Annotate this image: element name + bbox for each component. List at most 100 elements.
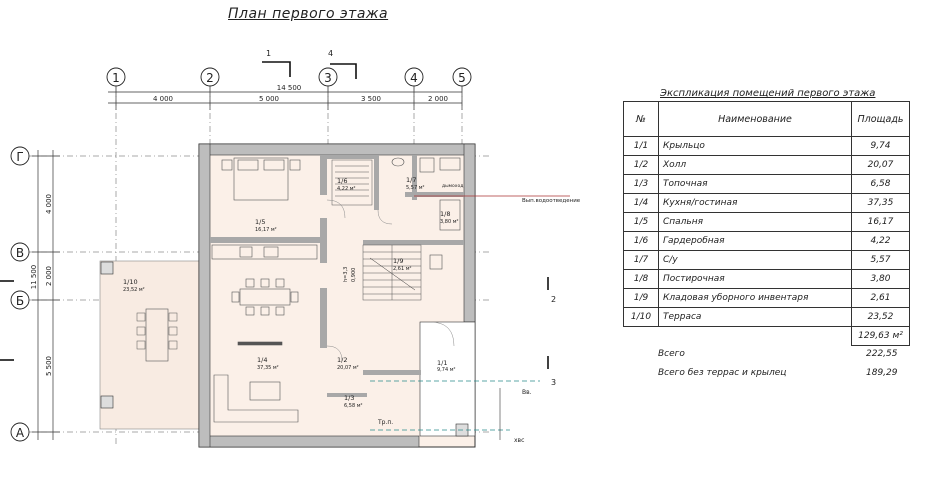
dim-total-left: 11 500 <box>30 265 38 290</box>
room-area-1-4: 37,35 м² <box>257 365 279 371</box>
header-area: Площадь <box>851 101 910 137</box>
axis-B: Б <box>16 294 24 308</box>
room-area-1-3: 6,58 м² <box>344 403 363 409</box>
axis-A: А <box>16 426 25 440</box>
section-mark-2: 2 <box>551 295 556 304</box>
dim-top-2: 5 000 <box>259 95 279 103</box>
staircase <box>362 244 422 301</box>
row-area: 6,58 <box>851 174 910 194</box>
row-area: 5,57 <box>851 250 910 270</box>
room-area-1-1: 9,74 м² <box>437 367 456 373</box>
room-area-1-2: 20,07 м² <box>337 365 359 371</box>
total-label: Всего <box>658 349 685 359</box>
row-area: 3,80 <box>851 269 910 289</box>
room-labels: 1/1 9,74 м² 1/2 20,07 м² 1/3 6,58 м² 1/4… <box>123 176 459 409</box>
row-no: 1/3 <box>623 174 659 194</box>
section-mark-1: 1 <box>266 49 271 58</box>
row-name: Топочная <box>658 174 852 194</box>
note-stair-height: h=3,3 <box>343 267 349 282</box>
note-water: Вв. <box>522 389 532 396</box>
section-mark-3: 3 <box>551 378 556 387</box>
wardrobe-furniture <box>331 159 373 206</box>
total-no-terraces-row: Всего без террас и крылец 189,29 <box>658 368 898 378</box>
axis-V: В <box>16 246 24 260</box>
row-name: Терраса <box>658 307 852 327</box>
row-no: 1/10 <box>623 307 659 327</box>
room-area-1-7: 5,57 м² <box>406 185 425 191</box>
row-no: 1/5 <box>623 212 659 232</box>
dim-left-1: 4 000 <box>45 194 53 214</box>
dim-top-4: 2 000 <box>428 95 448 103</box>
row-area: 4,22 <box>851 231 910 251</box>
room-area-1-8: 3,80 м² <box>440 219 459 225</box>
room-label-1-10: 1/10 <box>123 278 138 286</box>
terrace-area <box>99 260 201 430</box>
row-name: Гардеробная <box>658 231 852 251</box>
row-area: 16,17 <box>851 212 910 232</box>
note-duct: дымоход <box>442 184 463 189</box>
axis-G: Г <box>16 150 23 164</box>
bathroom-fixtures <box>391 157 461 270</box>
note-cold-water: хвс <box>514 437 524 444</box>
axis-2: 2 <box>206 71 214 85</box>
room-label-1-6: 1/6 <box>337 177 347 185</box>
room-label-1-3: 1/3 <box>344 394 354 402</box>
building-walls <box>198 143 476 448</box>
total-no-terr-label: Всего без террас и крылец <box>658 368 787 378</box>
row-no: 1/8 <box>623 269 659 289</box>
dim-left-3: 5 500 <box>45 356 53 376</box>
axis-4: 4 <box>410 71 418 85</box>
room-label-1-5: 1/5 <box>255 218 265 226</box>
row-name: Постирочная <box>658 269 852 289</box>
room-label-1-9: 1/9 <box>393 257 403 265</box>
total-row: Всего 222,55 <box>658 349 898 359</box>
row-no: 1/2 <box>623 155 659 175</box>
row-area: 2,61 <box>851 288 910 308</box>
header-no: № <box>623 101 659 137</box>
plan-title: План первого этажа <box>228 6 389 22</box>
row-no: 1/9 <box>623 288 659 308</box>
room-label-1-4: 1/4 <box>257 356 267 364</box>
dim-top-3: 3 500 <box>361 95 381 103</box>
row-name: Холл <box>658 155 852 175</box>
row-name: С/у <box>658 250 852 270</box>
row-no: 1/7 <box>623 250 659 270</box>
row-no: 1/6 <box>623 231 659 251</box>
row-area: 37,35 <box>851 193 910 213</box>
row-area: 23,52 <box>851 307 910 327</box>
axis-1: 1 <box>112 71 120 85</box>
room-area-1-5: 16,17 м² <box>255 227 277 233</box>
room-label-1-1: 1/1 <box>437 359 447 367</box>
sofa-furniture <box>213 374 299 423</box>
axis-5: 5 <box>458 71 466 85</box>
row-no: 1/4 <box>623 193 659 213</box>
left-dimensions <box>32 150 60 440</box>
row-name: Спальня <box>658 212 852 232</box>
utility-lines <box>370 195 570 440</box>
dim-left-2: 2 000 <box>45 266 53 286</box>
room-area-1-10: 23,52 м² <box>123 287 145 293</box>
door-swings <box>326 199 455 362</box>
note-sewer: Вып.водоотведение <box>522 198 581 204</box>
note-pipe: Тр.п. <box>377 419 393 426</box>
sum-rooms: 129,63 м² <box>851 326 910 346</box>
row-no: 1/1 <box>623 136 659 156</box>
note-stair-length: 0,900 <box>351 268 357 282</box>
row-area: 9,74 <box>851 136 910 156</box>
section-marks <box>0 61 549 369</box>
row-name: Кухня/гостиная <box>658 193 852 213</box>
row-name: Кладовая уборного инвентаря <box>658 288 852 308</box>
dim-top-1: 4 000 <box>153 95 173 103</box>
